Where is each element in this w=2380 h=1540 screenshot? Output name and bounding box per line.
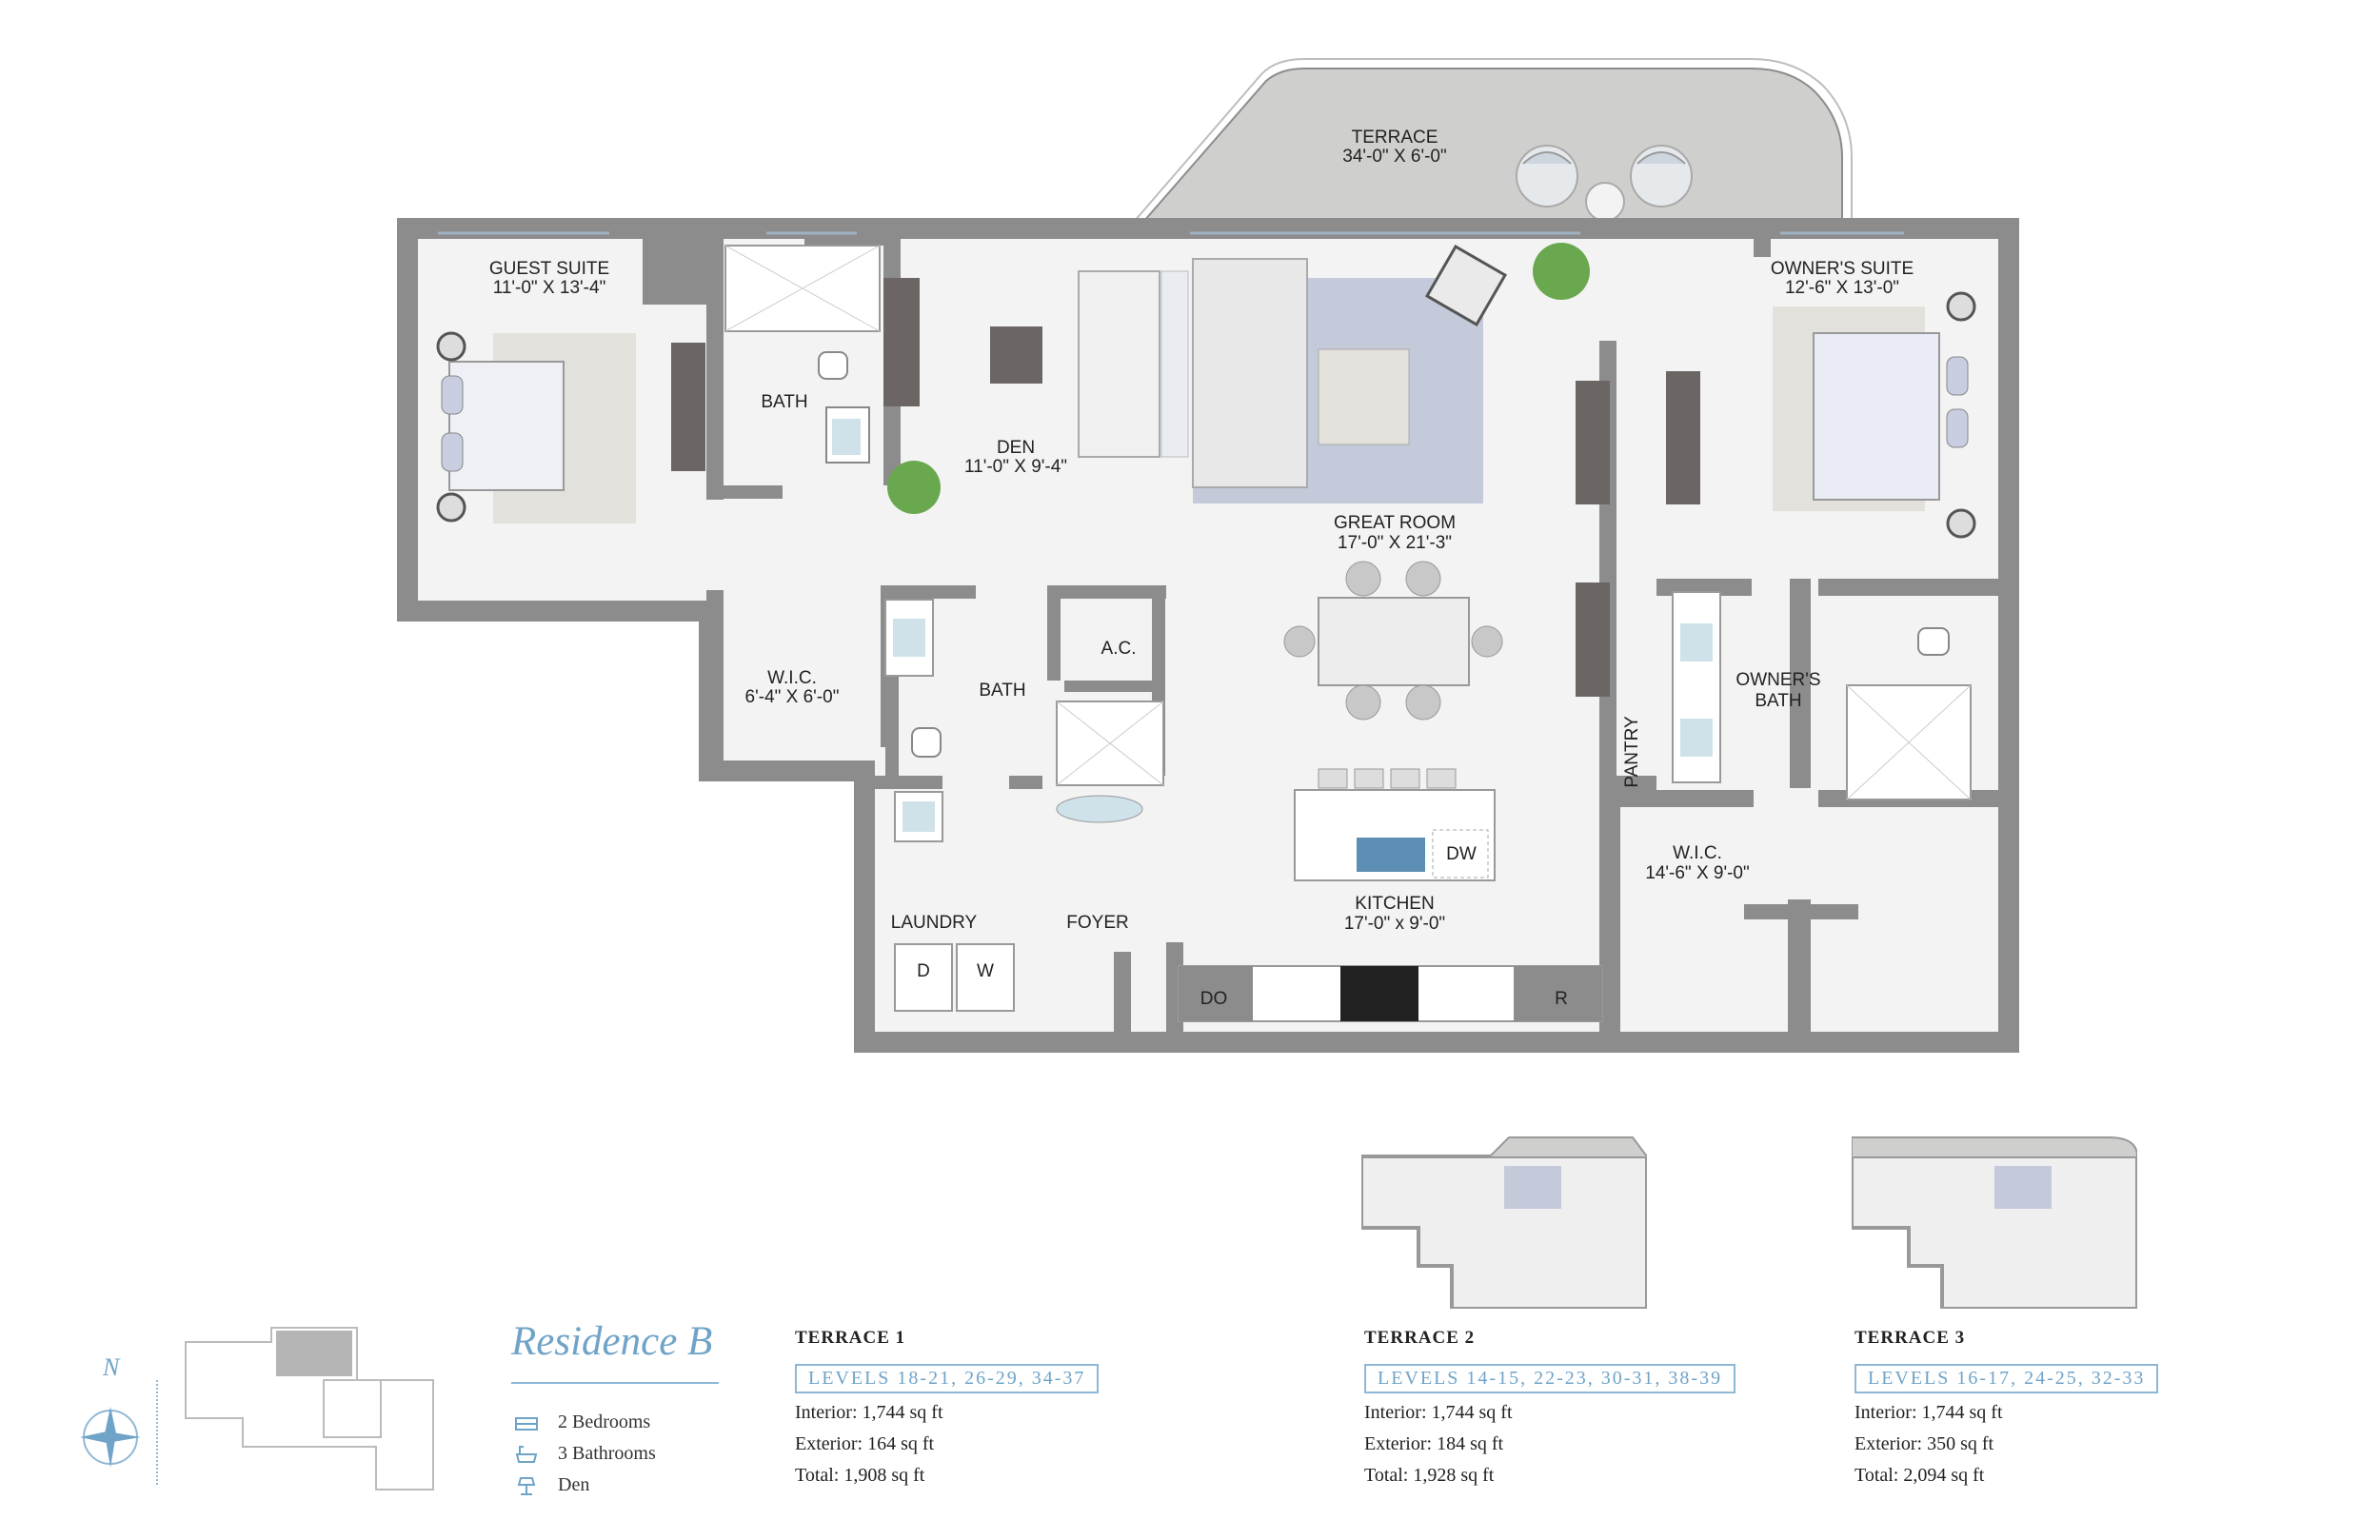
key-plan	[185, 1327, 434, 1491]
great-room-dims: 17'-0" X 21'-3"	[1338, 533, 1452, 553]
dryer-label: D	[917, 961, 930, 981]
terrace-1-title: TERRACE 1	[795, 1328, 906, 1348]
great-room-furniture	[887, 243, 1700, 721]
den-furniture	[883, 270, 1189, 458]
terrace-1-total: Total: 1,908 sq ft	[795, 1465, 925, 1486]
terrace-2-exterior: Exterior: 184 sq ft	[1364, 1433, 1504, 1454]
residence-name: Residence B	[511, 1319, 713, 1364]
feature-bathrooms: 3 Bathrooms	[514, 1443, 656, 1465]
feature-den-label: Den	[558, 1474, 590, 1495]
terrace-1-levels: LEVELS 18-21, 26-29, 34-37	[795, 1364, 1100, 1393]
double-oven-label: DO	[1200, 989, 1228, 1009]
owners-bath-name-1: OWNER'S	[1735, 670, 1820, 690]
compass: N	[67, 1333, 171, 1494]
terrace-1-exterior: Exterior: 164 sq ft	[795, 1433, 935, 1454]
owner-bath-fixtures	[1672, 591, 1972, 800]
room-labels: TERRACE 34'-0" X 6'-0" GUEST SUITE 11'-0…	[489, 128, 1914, 1009]
terrace-2-info: TERRACE 2 LEVELS 14-15, 22-23, 30-31, 38…	[1364, 1328, 1736, 1488]
guest-suite-name: GUEST SUITE	[489, 259, 609, 279]
terrace-3-levels: LEVELS 16-17, 24-25, 32-33	[1854, 1364, 2159, 1393]
washer-label: W	[977, 961, 994, 981]
kitchen-dims: 17'-0" x 9'-0"	[1344, 914, 1445, 934]
guest-suite-dims: 11'-0" X 13'-4"	[493, 278, 606, 298]
desk-lamp-icon	[517, 1476, 536, 1495]
kitchen-laundry-fixtures	[884, 599, 1603, 1022]
ac-name: A.C.	[1101, 639, 1137, 659]
refrigerator-label: R	[1555, 989, 1568, 1009]
feature-bathrooms-label: 3 Bathrooms	[558, 1443, 656, 1464]
owners-bath-name-2: BATH	[1755, 691, 1801, 711]
wic-guest-dims: 6'-4" X 6'-0"	[745, 687, 840, 707]
terrace-name: TERRACE	[1352, 128, 1438, 148]
den-name: DEN	[997, 438, 1035, 458]
terrace-1-info: TERRACE 1 LEVELS 18-21, 26-29, 34-37 Int…	[795, 1328, 1100, 1488]
terrace-2-total: Total: 1,928 sq ft	[1364, 1465, 1495, 1486]
wic-owner-name: W.I.C.	[1673, 843, 1722, 863]
guest-bath-name: BATH	[761, 392, 807, 412]
owners-suite-name: OWNER'S SUITE	[1771, 259, 1914, 279]
owner-bed	[1773, 291, 1976, 539]
terrace-3-title: TERRACE 3	[1854, 1328, 1966, 1348]
terrace-3-info: TERRACE 3 LEVELS 16-17, 24-25, 32-33 Int…	[1854, 1328, 2159, 1488]
terrace-2-title: TERRACE 2	[1364, 1328, 1476, 1348]
terrace-2-thumbnail	[1361, 1136, 1647, 1309]
terrace-dims: 34'-0" X 6'-0"	[1342, 147, 1446, 167]
terrace-3-thumbnail	[1852, 1136, 2137, 1309]
terrace-3-total: Total: 2,094 sq ft	[1854, 1465, 1985, 1486]
residence-divider	[511, 1382, 719, 1384]
pantry-name: PANTRY	[1622, 716, 1642, 788]
bed-icon	[515, 1416, 538, 1431]
north-label: N	[103, 1353, 120, 1381]
foyer-name: FOYER	[1066, 913, 1128, 933]
terrace-3-interior: Interior: 1,744 sq ft	[1854, 1402, 2003, 1423]
feature-bedrooms-label: 2 Bedrooms	[558, 1412, 651, 1432]
feature-bedrooms: 2 Bedrooms	[514, 1412, 650, 1433]
terrace-3-exterior: Exterior: 350 sq ft	[1854, 1433, 1994, 1454]
laundry-name: LAUNDRY	[891, 913, 978, 933]
terrace-1-interior: Interior: 1,744 sq ft	[795, 1402, 943, 1423]
terrace	[1127, 58, 1853, 229]
dishwasher-label: DW	[1446, 844, 1477, 864]
wic-guest-name: W.I.C.	[767, 668, 817, 688]
guest-bath-fixtures	[724, 245, 881, 464]
owners-suite-dims: 12'-6" X 13'-0"	[1785, 278, 1899, 298]
compass-rose-icon	[80, 1380, 158, 1485]
wic-owner-dims: 14'-6" X 9'-0"	[1645, 863, 1749, 883]
bathtub-icon	[515, 1445, 538, 1463]
guest-bed	[436, 331, 705, 523]
terrace-2-interior: Interior: 1,744 sq ft	[1364, 1402, 1513, 1423]
den-dims: 11'-0" X 9'-4"	[964, 457, 1067, 477]
kitchen-name: KITCHEN	[1355, 894, 1434, 914]
hall-bath-name: BATH	[979, 681, 1025, 701]
terrace-2-levels: LEVELS 14-15, 22-23, 30-31, 38-39	[1364, 1364, 1736, 1393]
feature-den: Den	[514, 1474, 589, 1496]
great-room-name: GREAT ROOM	[1334, 513, 1456, 533]
